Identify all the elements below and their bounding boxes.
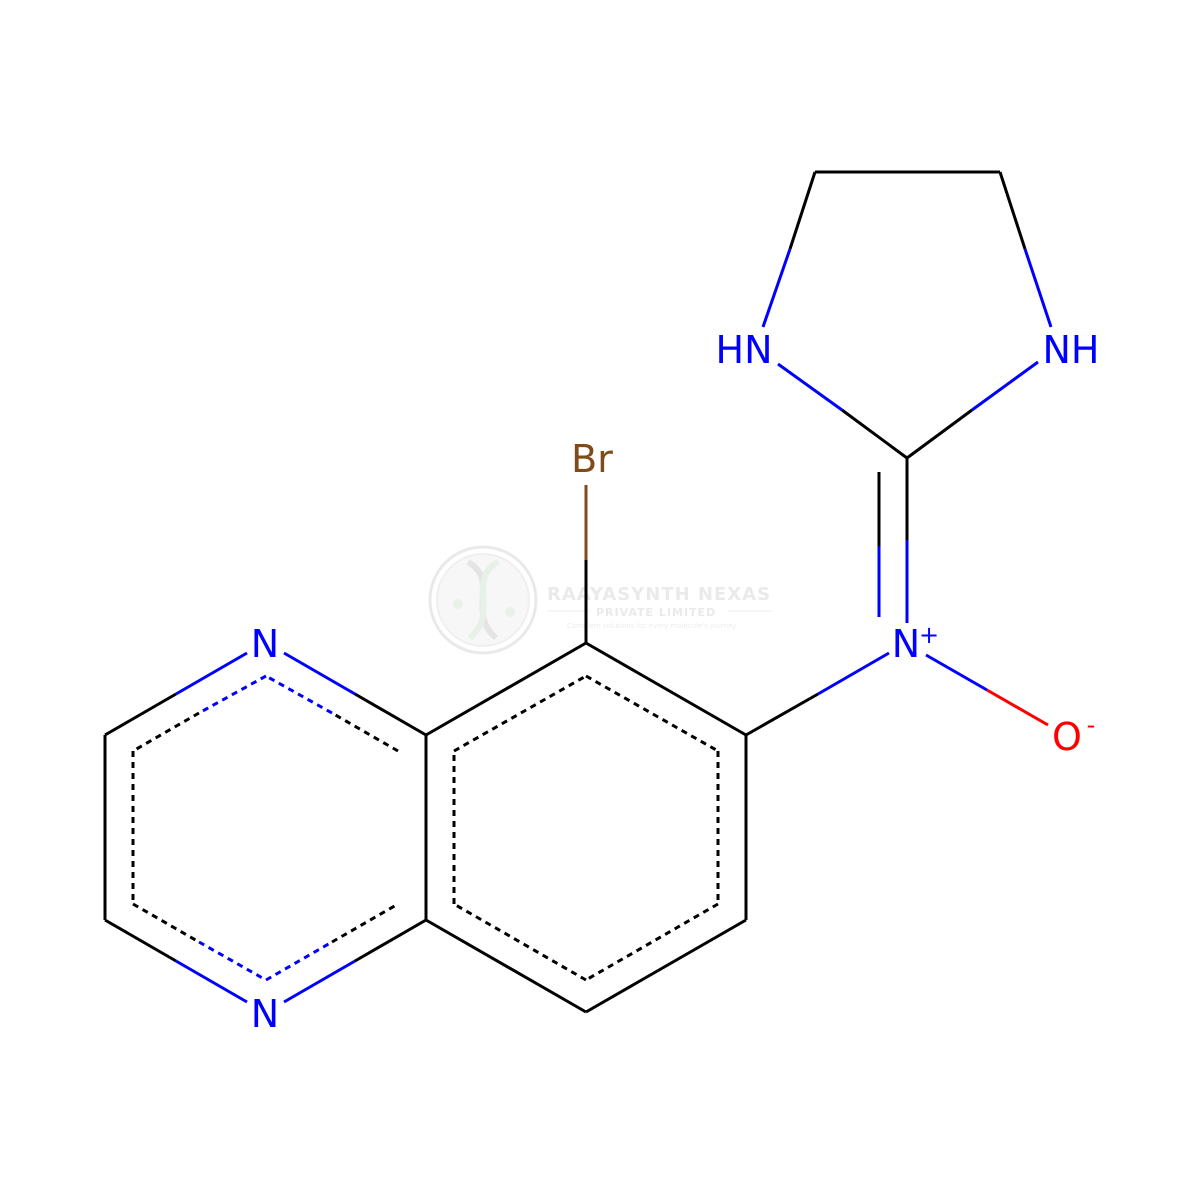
atom-n-imine-charge: +: [919, 621, 939, 649]
bond-c2-n3h-b: [971, 360, 1039, 412]
bond-n1-c2: [175, 651, 248, 696]
watermark-subtitle: PRIVATE LIMITED: [596, 606, 716, 619]
bond-n4-c4a-b: [354, 918, 427, 963]
bond-n4-c4a: [283, 959, 356, 1004]
watermark-tagline: Complete solutions for every molecule's …: [567, 622, 736, 630]
bond-n1h-c5: [761, 248, 792, 328]
bonds: [103, 170, 1053, 1014]
atom-labels: Br N N N + O - HN NH: [251, 328, 1100, 1036]
atom-n-bottom: N: [251, 992, 279, 1036]
bond-n1h-c5-b: [788, 171, 817, 250]
bond-nplus-o: [925, 653, 988, 692]
bond-c3-n4-b: [175, 959, 248, 1004]
bond-c8a-n1: [354, 692, 427, 737]
atom-n-imine: N: [892, 622, 920, 666]
bond-nplus-o-b: [986, 688, 1049, 727]
atom-o-oxide: O: [1052, 715, 1082, 759]
atom-o-oxide-charge: -: [1087, 711, 1096, 739]
watermark-title: RAAYASYNTH NEXAS: [547, 584, 771, 605]
bond-n1-c2-b: [104, 692, 177, 737]
bond-c3-n4: [104, 918, 177, 963]
bond-c8a-c8: [425, 641, 587, 737]
bond-c2-n1h: [841, 408, 908, 460]
bond-c7-nplus-b: [817, 651, 890, 696]
pyrazine-aromatic-dashes: [131, 674, 399, 982]
bond-c2-n1h-b: [777, 362, 843, 412]
bond-c6-c5: [585, 918, 747, 1014]
bond-c4-n3h-b: [1023, 248, 1053, 328]
benzene-aromatic-dashes: [452, 674, 720, 982]
bond-c4-n3h: [998, 171, 1027, 250]
bond-c7-nplus: [745, 692, 819, 737]
atom-nh-right: NH: [1043, 328, 1100, 372]
bond-c5-c4a: [425, 918, 587, 1014]
bond-c2-n3h: [906, 408, 973, 460]
bond-c8-c7: [585, 641, 747, 737]
bond-c8a-n1-b: [283, 651, 356, 696]
atom-br: Br: [571, 437, 613, 481]
dna-helix-logo: [428, 545, 538, 655]
atom-n-top: N: [251, 622, 279, 666]
watermark: RAAYASYNTH NEXAS PRIVATE LIMITED Complet…: [428, 545, 772, 655]
atom-hn-left: HN: [716, 328, 773, 372]
